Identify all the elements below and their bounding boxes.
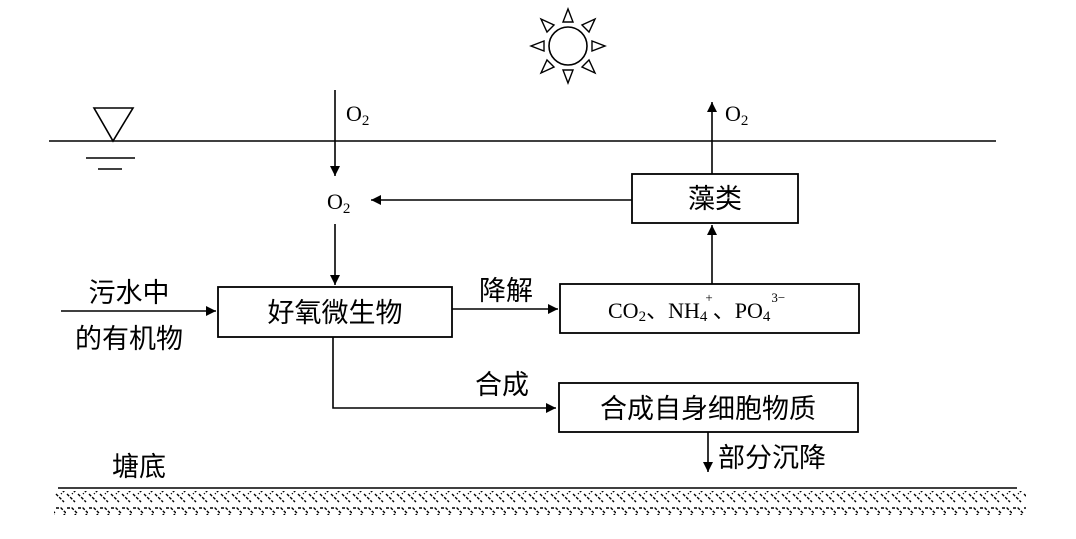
- o2-inflow-label: O2: [346, 101, 369, 129]
- o2-release-label: O2: [725, 101, 748, 129]
- algae-label: 藻类: [688, 184, 742, 215]
- organic-input-label-1: 污水中: [89, 278, 170, 309]
- microbes-label: 好氧微生物: [268, 298, 403, 329]
- algae-node: [631, 173, 799, 224]
- degrade-label: 降解: [479, 276, 533, 307]
- dissolved-o2-label: O2: [327, 189, 350, 217]
- microbes-node: [217, 286, 453, 338]
- nutrients-node: [559, 283, 860, 334]
- settle-label: 部分沉降: [718, 443, 826, 474]
- synthesis-label: 合成: [475, 370, 529, 401]
- organic-input-label-2: 的有机物: [75, 324, 183, 355]
- sun-icon: [529, 7, 607, 85]
- cell-material-label: 合成自身细胞物质: [600, 394, 816, 425]
- cell-material-node: [558, 382, 859, 433]
- water-level-icon: [86, 107, 135, 170]
- nutrients-label: CO2、NH4+、PO43−: [608, 290, 785, 325]
- pond-bottom-label: 塘底: [112, 452, 166, 483]
- synthesis-arrow: [332, 337, 556, 413]
- sediment-hatch-pattern: [54, 491, 1026, 515]
